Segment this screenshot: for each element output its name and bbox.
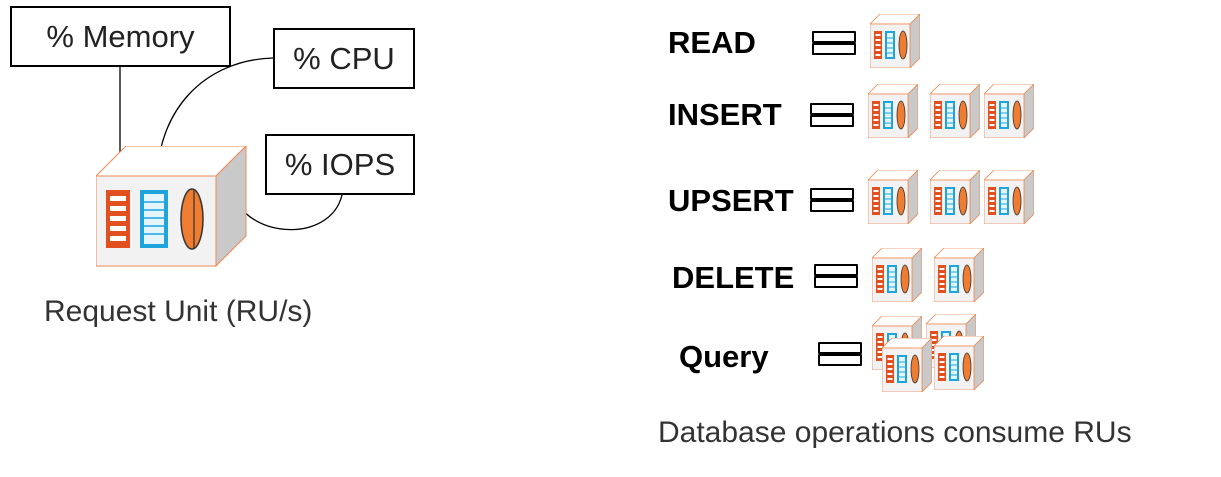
tray-icon-delete — [814, 264, 858, 288]
op-label-insert: INSERT — [668, 97, 782, 132]
server-icon — [868, 84, 918, 138]
op-label-delete: DELETE — [672, 260, 795, 295]
server-icon — [882, 338, 932, 392]
memory-callout: % Memory — [10, 6, 231, 67]
tray-icon-read — [812, 31, 856, 55]
op-label-read: READ — [668, 25, 756, 60]
tray-icon-insert — [810, 103, 854, 127]
request-unit-caption: Request Unit (RU/s) — [44, 295, 313, 328]
op-label-upsert: UPSERT — [668, 183, 794, 218]
server-icon — [934, 248, 984, 302]
server-icon — [934, 336, 984, 390]
tray-icon-upsert — [810, 188, 854, 212]
server-icon — [868, 170, 918, 224]
request-unit-server-icon — [96, 146, 247, 268]
server-icon — [984, 170, 1034, 224]
server-icon — [872, 248, 922, 302]
disk-icon — [180, 188, 204, 250]
iops-callout: % IOPS — [265, 134, 415, 195]
server-icon — [870, 14, 920, 68]
server-icon — [984, 84, 1034, 138]
op-label-query: Query — [679, 339, 769, 374]
server-icon — [930, 170, 980, 224]
operations-caption: Database operations consume RUs — [658, 416, 1132, 449]
tray-icon-query — [818, 342, 862, 366]
server-icon — [930, 84, 980, 138]
cpu-callout: % CPU — [273, 28, 415, 89]
